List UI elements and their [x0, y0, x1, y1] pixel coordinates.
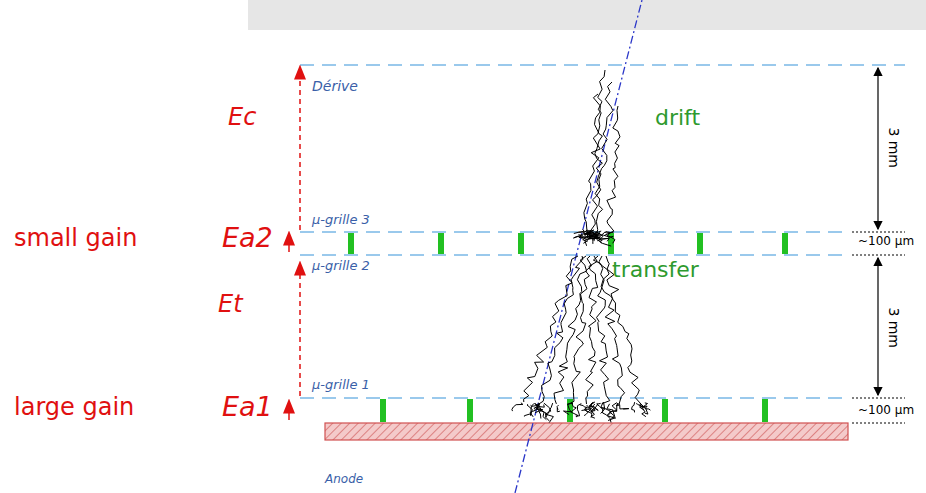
dimension-lines [852, 232, 905, 423]
dimension-label: 3 mm [885, 308, 900, 349]
particle-track [515, 0, 642, 493]
anode-plate [325, 423, 848, 440]
region-label: drift [655, 106, 700, 130]
dimension-label: 3 mm [885, 128, 900, 169]
field-symbol: Ec [228, 104, 256, 130]
pillars [348, 233, 788, 422]
field-symbol: Ea1 [222, 392, 273, 422]
mesh-name: µ-grille 3 [312, 213, 370, 227]
mesh-name: µ-grille 2 [312, 259, 370, 273]
region-name: Dérive [312, 79, 358, 94]
mesh-lines [300, 65, 905, 398]
dimension-label: ~100 µm [858, 235, 914, 248]
anode-name: Anode [325, 473, 363, 486]
electron-avalanche [512, 70, 651, 423]
field-symbol: Ea2 [222, 223, 273, 253]
header-band [248, 0, 926, 30]
gain-label: small gain [14, 225, 137, 251]
gain-label: large gain [14, 394, 134, 420]
field-symbol: Et [218, 291, 243, 317]
dimension-label: ~100 µm [858, 404, 914, 417]
field-arrows [289, 72, 300, 420]
mesh-name: µ-grille 1 [312, 378, 370, 392]
region-label: transfer [612, 258, 699, 282]
dimension-arrows [877, 68, 878, 395]
